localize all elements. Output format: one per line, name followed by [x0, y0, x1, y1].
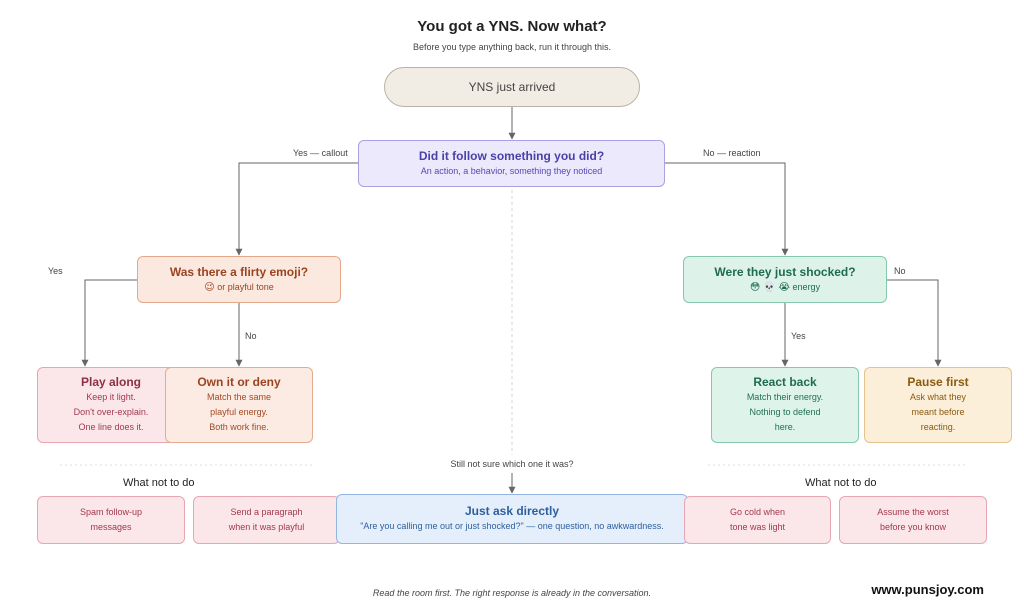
outcome-line: Both work fine.: [209, 422, 269, 432]
what-not-heading-left: What not to do: [123, 477, 195, 489]
shocked-emojis-icon: 😳 💀 😭: [749, 281, 791, 293]
start-node: YNS just arrived: [384, 67, 640, 107]
edge-label-no-reaction: No — reaction: [703, 148, 761, 158]
brand-watermark: www.punsjoy.com: [871, 582, 984, 597]
page-subtitle: Before you type anything back, run it th…: [412, 42, 612, 52]
dont-line: Spam follow-up: [79, 507, 143, 517]
ask-sub: "Are you calling me out or just shocked?…: [360, 521, 664, 531]
ask-title: Just ask directly: [464, 504, 560, 518]
edge-label-yes-left: Yes: [48, 266, 63, 276]
outcome-line: Match their energy.: [746, 392, 824, 402]
edge-label-yes-callout: Yes — callout: [293, 148, 348, 158]
page-title: You got a YNS. Now what?: [417, 18, 607, 35]
q3-sub: energy: [792, 281, 821, 292]
edge-label-yes-right: Yes: [791, 331, 806, 341]
dont-line: messages: [90, 522, 132, 532]
footer-note: Read the room first. The right response …: [372, 588, 652, 598]
start-label: YNS just arrived: [468, 79, 556, 94]
dont-line: Go cold when: [729, 507, 786, 517]
outcome-line: Nothing to defend: [749, 407, 821, 417]
what-not-heading-right: What not to do: [805, 477, 877, 489]
dont-send-paragraph: Send a paragraph when it was playful: [193, 496, 340, 544]
dont-go-cold: Go cold when tone was light: [684, 496, 831, 544]
question-flirty-emoji: Was there a flirty emoji? 😉 or playful t…: [137, 256, 341, 303]
outcome-line: meant before: [911, 407, 965, 417]
just-ask-directly: Just ask directly "Are you calling me ou…: [336, 494, 688, 544]
outcome-play-along: Play along Keep it light. Don't over-exp…: [37, 367, 185, 443]
outcome-line: Match the same: [206, 392, 272, 402]
dont-line: before you know: [879, 522, 947, 532]
edge-label-no-left: No: [245, 331, 257, 341]
q1-title: Did it follow something you did?: [418, 148, 605, 163]
outcome-own-it-or-deny: Own it or deny Match the same playful en…: [165, 367, 313, 443]
outcome-line: Keep it light.: [86, 392, 136, 402]
question-just-shocked: Were they just shocked? 😳 💀 😭 energy: [683, 256, 887, 303]
dont-assume-worst: Assume the worst before you know: [839, 496, 987, 544]
outcome-title: Own it or deny: [197, 375, 281, 389]
question-followed-action: Did it follow something you did? An acti…: [358, 140, 665, 187]
outcome-title: Play along: [80, 375, 142, 389]
q2-title: Was there a flirty emoji?: [169, 264, 309, 279]
edge-label-still-unsure: Still not sure which one it was?: [450, 459, 574, 469]
outcome-title: React back: [753, 375, 817, 389]
outcome-title: Pause first: [907, 375, 969, 389]
dont-line: when it was playful: [228, 522, 305, 532]
q2-sub: or playful tone: [217, 281, 274, 292]
outcome-pause-first: Pause first Ask what they meant before r…: [864, 367, 1012, 443]
outcome-line: Don't over-explain.: [73, 407, 149, 417]
q1-sub: An action, a behavior, something they no…: [420, 165, 603, 176]
outcome-react-back: React back Match their energy. Nothing t…: [711, 367, 859, 443]
dont-line: Assume the worst: [877, 507, 949, 517]
outcome-line: One line does it.: [78, 422, 144, 432]
edge-label-no-right: No: [894, 266, 906, 276]
wink-emoji-icon: 😉: [204, 281, 215, 293]
outcome-line: Ask what they: [909, 392, 967, 402]
outcome-line: reacting.: [920, 422, 956, 432]
dont-line: tone was light: [729, 522, 786, 532]
dont-spam-follow-up: Spam follow-up messages: [37, 496, 185, 544]
dont-line: Send a paragraph: [230, 507, 303, 517]
q3-title: Were they just shocked?: [714, 264, 856, 279]
outcome-line: playful energy.: [210, 407, 268, 417]
outcome-line: here.: [774, 422, 796, 432]
